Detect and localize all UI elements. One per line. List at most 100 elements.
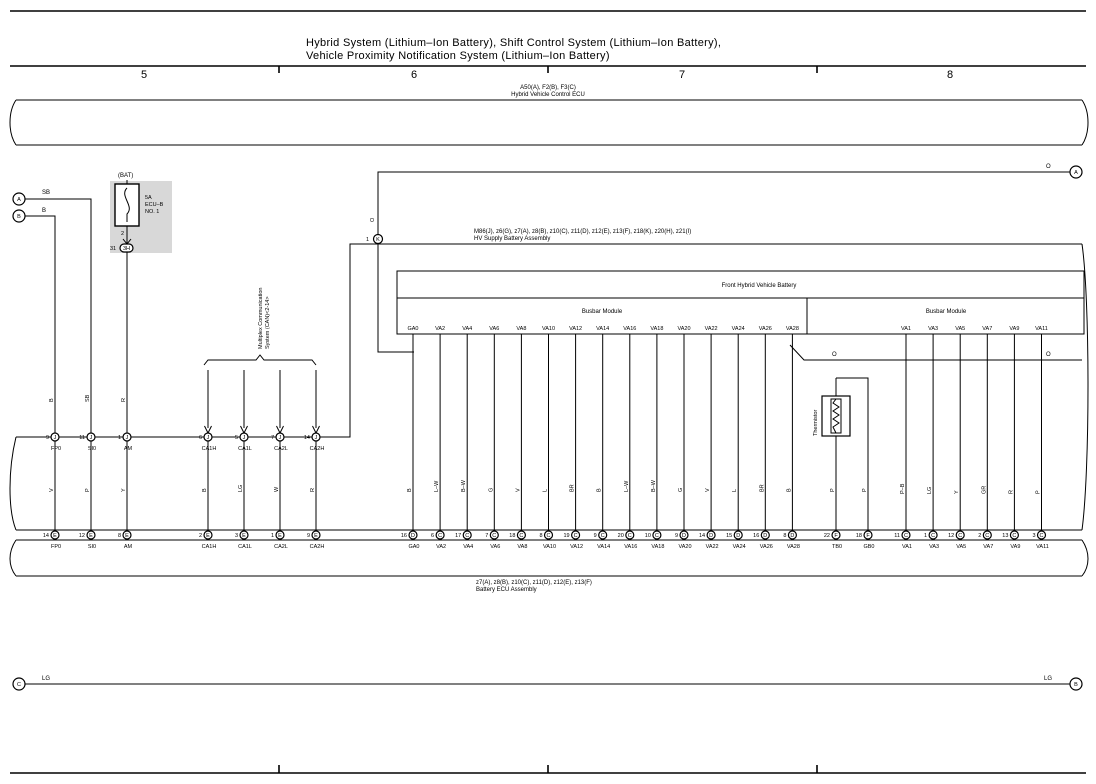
pin-busbar-code: C [547,533,551,539]
pin-busbar-code: D [736,533,740,539]
connector-b-left: B [12,209,26,223]
pin-busbar-name: VA16 [624,544,637,550]
busbar-terminal: VA5 [955,326,965,332]
junction-pin: 31 [110,246,116,252]
pin-busbar-code: C [655,533,659,539]
hv-battery-outline [16,243,1082,438]
pin-j-code: J [315,435,318,441]
connector-b-right: B [1069,677,1083,691]
wire-color-b: B [42,208,46,214]
wire-color-label: R [310,488,316,492]
pin-e-connector [122,530,132,540]
busbar-module-right [806,297,1085,335]
pin-busbar-number: 7 [485,533,488,539]
battery-ecu-name: Battery ECU Assembly [476,587,537,593]
pin-busbar-connector [760,530,770,540]
wire-color-label: L–W [624,480,630,492]
busbar-terminal: VA14 [596,326,609,332]
wire-color-label: V [515,488,521,492]
pin-j-code: J [90,435,93,441]
pin-busbar-code: D [763,533,767,539]
multiplex-label-1: Multiplex Communication [258,288,264,349]
connector-c: C [12,677,26,691]
pin-e-code: E [242,533,246,539]
wire-color-label: P [1036,490,1042,494]
busbar-terminal: VA26 [759,326,772,332]
wire-color-label: Y [121,488,127,492]
wire-color-label: LG [238,485,244,492]
pin-j-number: 5 [235,435,238,441]
pin-busbar-number: 20 [618,533,624,539]
wire-color-label: Y [954,490,960,494]
wire-si0 [25,198,92,437]
pin-right-code: C [1012,533,1016,539]
pin-e-connector [86,530,96,540]
pin-busbar-name: VA18 [651,544,664,550]
wire-color-o: O [1046,164,1051,170]
wire-color-o-mid: O [832,352,837,358]
wire-color-label: G [488,488,494,492]
pin-busbar-code: D [411,533,415,539]
pin-thermistor-number: 18 [856,533,862,539]
pin-right-name: VA7 [983,544,993,550]
busbar-left-label: Busbar Module [582,309,623,315]
pin-right-name: VA1 [902,544,912,550]
pin-busbar-name: VA20 [678,544,691,550]
pin-e-name: CA2H [310,544,325,550]
wire-color-label: R [1008,490,1014,494]
pin-busbar-connector [652,530,662,540]
pin-right-connector [901,530,911,540]
column-number: 6 [411,69,417,81]
pin-busbar-code: C [438,533,442,539]
pin-e-number: 1 [271,533,274,539]
pin-j-number: 1 [118,435,121,441]
pin-e-code: E [125,533,129,539]
pin-e-name: CA1L [238,544,252,550]
pin-e-connector [50,530,60,540]
busbar-terminal: VA4 [462,326,472,332]
pin-busbar-name: GA0 [408,544,419,550]
busbar-terminal: VA11 [1035,326,1048,332]
pin-right-number: 11 [894,533,900,539]
pin-busbar-connector [787,530,798,540]
wire-color-label: L [732,489,738,492]
wire-color-lg-right: LG [1044,676,1052,682]
pin-busbar-code: C [465,533,469,539]
pin-busbar-name: VA10 [543,544,556,550]
busbar-terminal: VA18 [650,326,663,332]
pin-j-code: J [279,435,282,441]
wire-color-label: G [678,488,684,492]
ecu-top-name: Hybrid Vehicle Control ECU [511,92,585,98]
busbar-terminal: VA2 [435,326,445,332]
fuse-pin: 2 [121,231,124,237]
pin-busbar-name: VA4 [463,544,473,550]
wire-color-label: L [543,489,549,492]
wire-color-label: B [597,488,603,492]
wire-o-top [377,171,1070,234]
hybrid-ecu-box [9,99,1089,146]
wire-color-label: P [830,488,836,492]
busbar-terminal: VA22 [705,326,718,332]
pin-busbar-code: C [519,533,523,539]
pin-right-code: C [1040,533,1044,539]
pin-busbar-name: VA2 [436,544,446,550]
pin-busbar-connector [462,530,472,540]
pin-e-code: E [89,533,93,539]
title-line-1: Hybrid System (Lithium–Ion Battery), Shi… [306,37,721,49]
pin-busbar-connector [489,530,499,540]
wire-color-label: P [85,488,91,492]
pin-right-code: C [958,533,962,539]
pin-busbar-connector [598,530,608,540]
pin-busbar-number: 10 [645,533,651,539]
pin-e-code: E [206,533,210,539]
wire-o-internal [377,244,414,353]
pin-j-name: AM [124,446,133,452]
pin-thermistor-name: TB0 [832,544,842,550]
fuse-amp: 5A [145,195,152,201]
pin-j-name: FP0 [51,446,61,452]
pin-layer: BJ9FP0SBJ11SI0RJ1AMJ6CA1HJ5CA1LJ7CA2LJ14… [43,326,1049,550]
pin-busbar-connector [625,530,635,540]
pin-busbar-name: VA28 [787,544,800,550]
pin-j-name: SI0 [88,446,96,452]
pin-j-number: 6 [199,435,202,441]
